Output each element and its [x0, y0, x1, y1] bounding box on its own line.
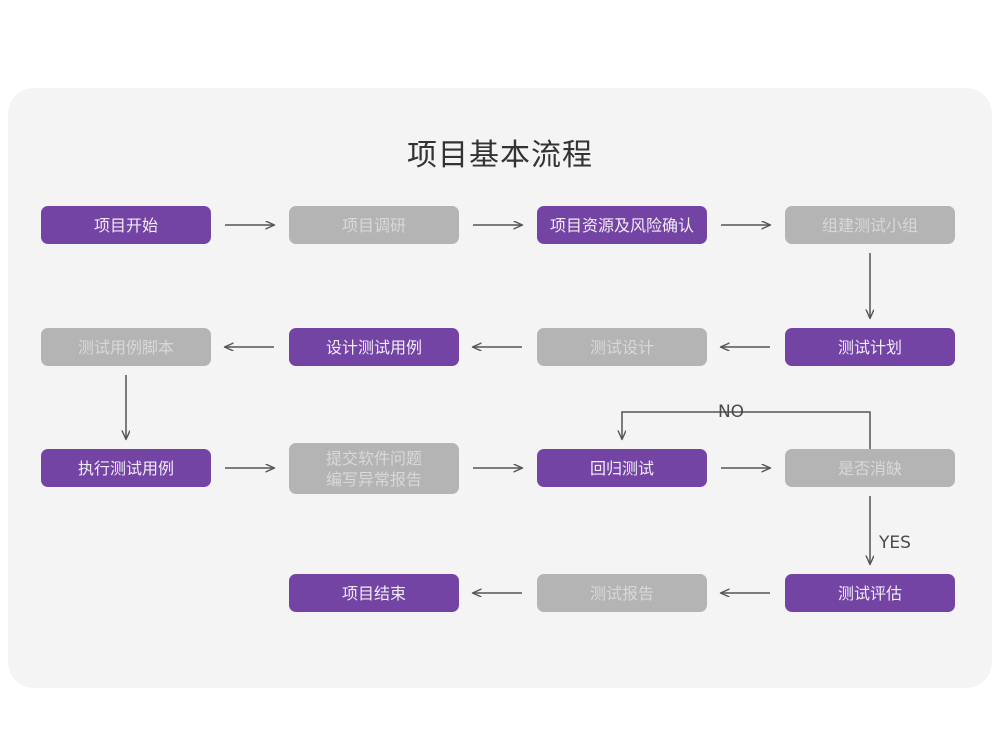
flow-node-execute-test-case[interactable]: 执行测试用例 [41, 449, 211, 487]
flow-node-label: 测试用例脚本 [77, 337, 174, 357]
flow-node-submit-issue-report[interactable]: 提交软件问题 编写异常报告 [289, 443, 459, 494]
edge-label-no: NO [717, 402, 745, 422]
flow-node-resource-risk-confirm[interactable]: 项目资源及风险确认 [537, 206, 707, 244]
flow-node-label: 组建测试小组 [821, 215, 918, 235]
flow-node-label: 测试评估 [837, 583, 902, 603]
flow-node-label: 项目开始 [93, 215, 158, 235]
flow-node-test-evaluation[interactable]: 测试评估 [785, 574, 955, 612]
flow-node-regression-test[interactable]: 回归测试 [537, 449, 707, 487]
flow-node-label: 项目资源及风险确认 [549, 215, 694, 235]
flow-node-label: 设计测试用例 [325, 337, 422, 357]
flow-node-defect-resolved[interactable]: 是否消缺 [785, 449, 955, 487]
flow-node-project-end[interactable]: 项目结束 [289, 574, 459, 612]
page-title: 项目基本流程 [407, 138, 593, 173]
flow-node-project-start[interactable]: 项目开始 [41, 206, 211, 244]
flow-node-test-plan[interactable]: 测试计划 [785, 328, 955, 366]
flow-node-label: 项目调研 [341, 215, 406, 235]
flow-node-test-design[interactable]: 测试设计 [537, 328, 707, 366]
flow-node-build-test-team[interactable]: 组建测试小组 [785, 206, 955, 244]
flow-node-label-line2: 编写异常报告 [325, 469, 422, 489]
flow-node-label: 是否消缺 [837, 458, 902, 478]
flow-node-test-report[interactable]: 测试报告 [537, 574, 707, 612]
flow-node-label-line1: 提交软件问题 [325, 448, 422, 468]
flow-node-design-test-case[interactable]: 设计测试用例 [289, 328, 459, 366]
edge-label-yes: YES [879, 533, 911, 553]
flow-node-label: 测试报告 [589, 583, 654, 603]
flow-node-label: 执行测试用例 [77, 458, 174, 478]
flow-node-label: 回归测试 [589, 458, 654, 478]
flow-node-project-research[interactable]: 项目调研 [289, 206, 459, 244]
flow-node-label: 测试设计 [589, 337, 654, 357]
flow-node-label: 测试计划 [837, 337, 902, 357]
flow-node-test-case-script[interactable]: 测试用例脚本 [41, 328, 211, 366]
flow-node-label: 项目结束 [341, 583, 406, 603]
